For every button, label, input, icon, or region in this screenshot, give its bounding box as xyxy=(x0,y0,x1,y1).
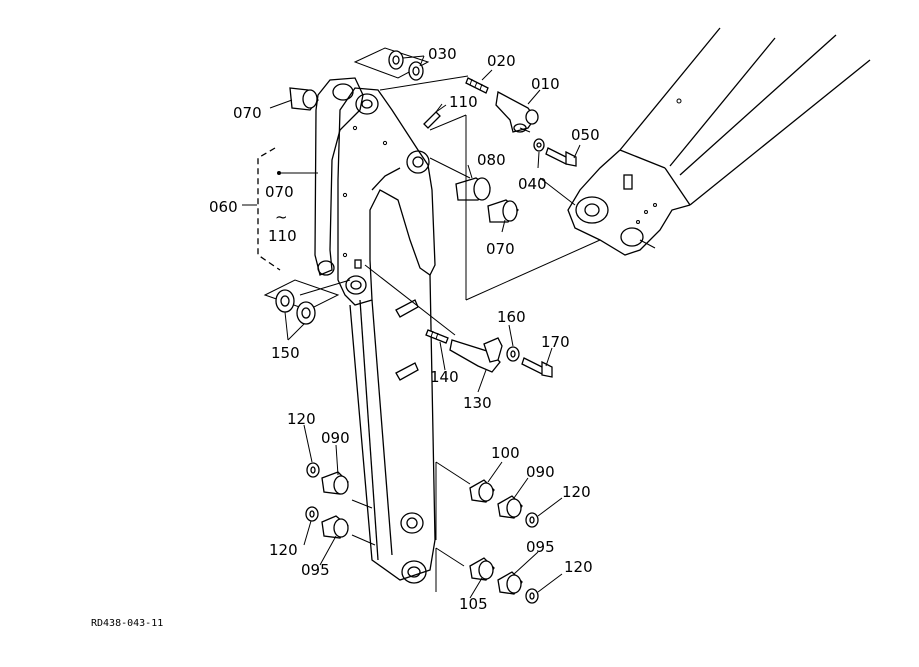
boom-drawing xyxy=(567,27,871,256)
label-130: 130 xyxy=(463,394,492,412)
label-100: 100 xyxy=(491,444,520,462)
label-120-left-lower: 120 xyxy=(269,541,298,559)
arm-drawing xyxy=(314,77,436,584)
label-140: 140 xyxy=(430,368,459,386)
label-080: 080 xyxy=(477,151,506,169)
label-095-left: 095 xyxy=(301,561,330,579)
label-120-right-upper: 120 xyxy=(562,483,591,501)
drawing-code: RD438-043-11 xyxy=(91,618,163,629)
label-105: 105 xyxy=(459,595,488,613)
label-120-right-lower: 120 xyxy=(564,558,593,576)
hardware-parts xyxy=(263,47,577,604)
label-120-left-upper: 120 xyxy=(287,410,316,428)
label-170: 170 xyxy=(541,333,570,351)
label-030: 030 xyxy=(428,45,457,63)
label-070-range-start: 070 xyxy=(265,183,294,201)
label-070-lower: 070 xyxy=(486,240,515,258)
label-060: 060 xyxy=(209,198,238,216)
label-020: 020 xyxy=(487,52,516,70)
label-040: 040 xyxy=(518,175,547,193)
label-range-tilde: ~ xyxy=(275,208,288,226)
part-labels: 030 020 010 070 110 080 050 040 060 070 … xyxy=(91,45,600,629)
label-160: 160 xyxy=(497,308,526,326)
label-050: 050 xyxy=(571,126,600,144)
leader-lines xyxy=(242,55,601,599)
label-090-right: 090 xyxy=(526,463,555,481)
label-150: 150 xyxy=(271,344,300,362)
label-110-upper: 110 xyxy=(449,93,478,111)
label-090-left: 090 xyxy=(321,429,350,447)
label-010: 010 xyxy=(531,75,560,93)
label-110-range-end: 110 xyxy=(268,227,297,245)
label-070-upper: 070 xyxy=(233,104,262,122)
label-095-right: 095 xyxy=(526,538,555,556)
